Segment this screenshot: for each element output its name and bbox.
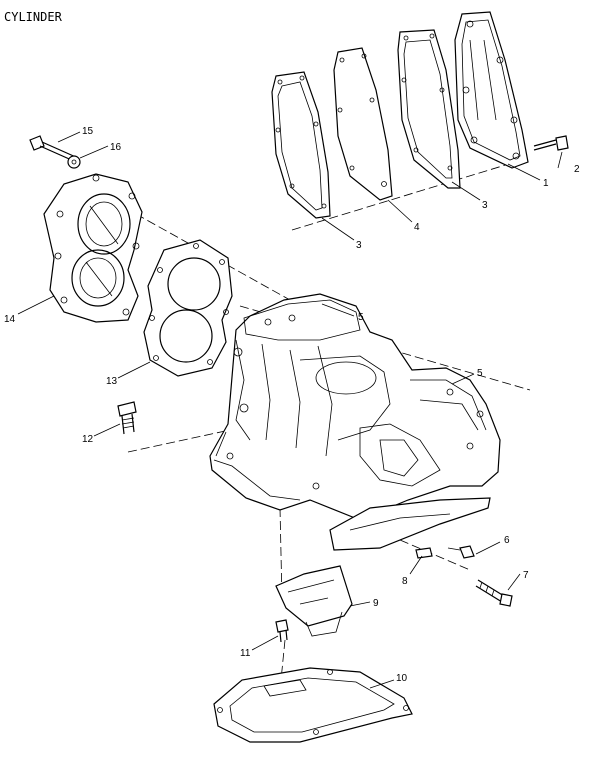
callout-8: 8 (402, 576, 408, 587)
callout-3-right: 3 (482, 200, 488, 211)
callout-14: 14 (4, 314, 16, 325)
part-screw-6 (447, 545, 475, 559)
part-cylinder-head (43, 173, 143, 323)
part-gasket-outer (271, 71, 331, 219)
leader-lines (17, 131, 563, 689)
callout-6: 6 (504, 535, 510, 546)
part-gasket-inner (397, 29, 461, 189)
callout-5-upper: 5 (358, 312, 364, 323)
part-bottom-gasket (213, 667, 413, 743)
callout-11: 11 (240, 648, 251, 659)
part-separator-plate (333, 47, 393, 201)
callout-10: 10 (396, 673, 408, 684)
callout-2: 2 (574, 164, 580, 175)
callout-labels: 1 2 3 3 4 5 5 6 7 8 9 10 11 12 13 14 15 … (4, 126, 580, 684)
part-cover-bolt (533, 135, 569, 151)
part-head-gasket (143, 239, 233, 377)
part-cylinder-cover (454, 11, 529, 169)
part-stud-bolt (117, 401, 137, 435)
callout-4: 4 (414, 222, 420, 233)
part-washer (67, 155, 81, 169)
part-screw-11 (275, 619, 289, 643)
diagram-title: CYLINDER (4, 10, 63, 24)
part-dowel-pin (415, 547, 433, 559)
part-cover-9 (275, 565, 353, 637)
callout-1: 1 (543, 178, 549, 189)
callout-5-lower: 5 (477, 368, 483, 379)
part-bolt-7 (475, 579, 513, 607)
callout-9: 9 (373, 598, 379, 609)
callout-16: 16 (110, 142, 122, 153)
callout-3-left: 3 (356, 240, 362, 251)
callout-13: 13 (106, 376, 118, 387)
part-cylinder-block (209, 293, 501, 551)
callout-7: 7 (523, 570, 529, 581)
callout-15: 15 (82, 126, 94, 137)
callout-12: 12 (82, 434, 94, 445)
